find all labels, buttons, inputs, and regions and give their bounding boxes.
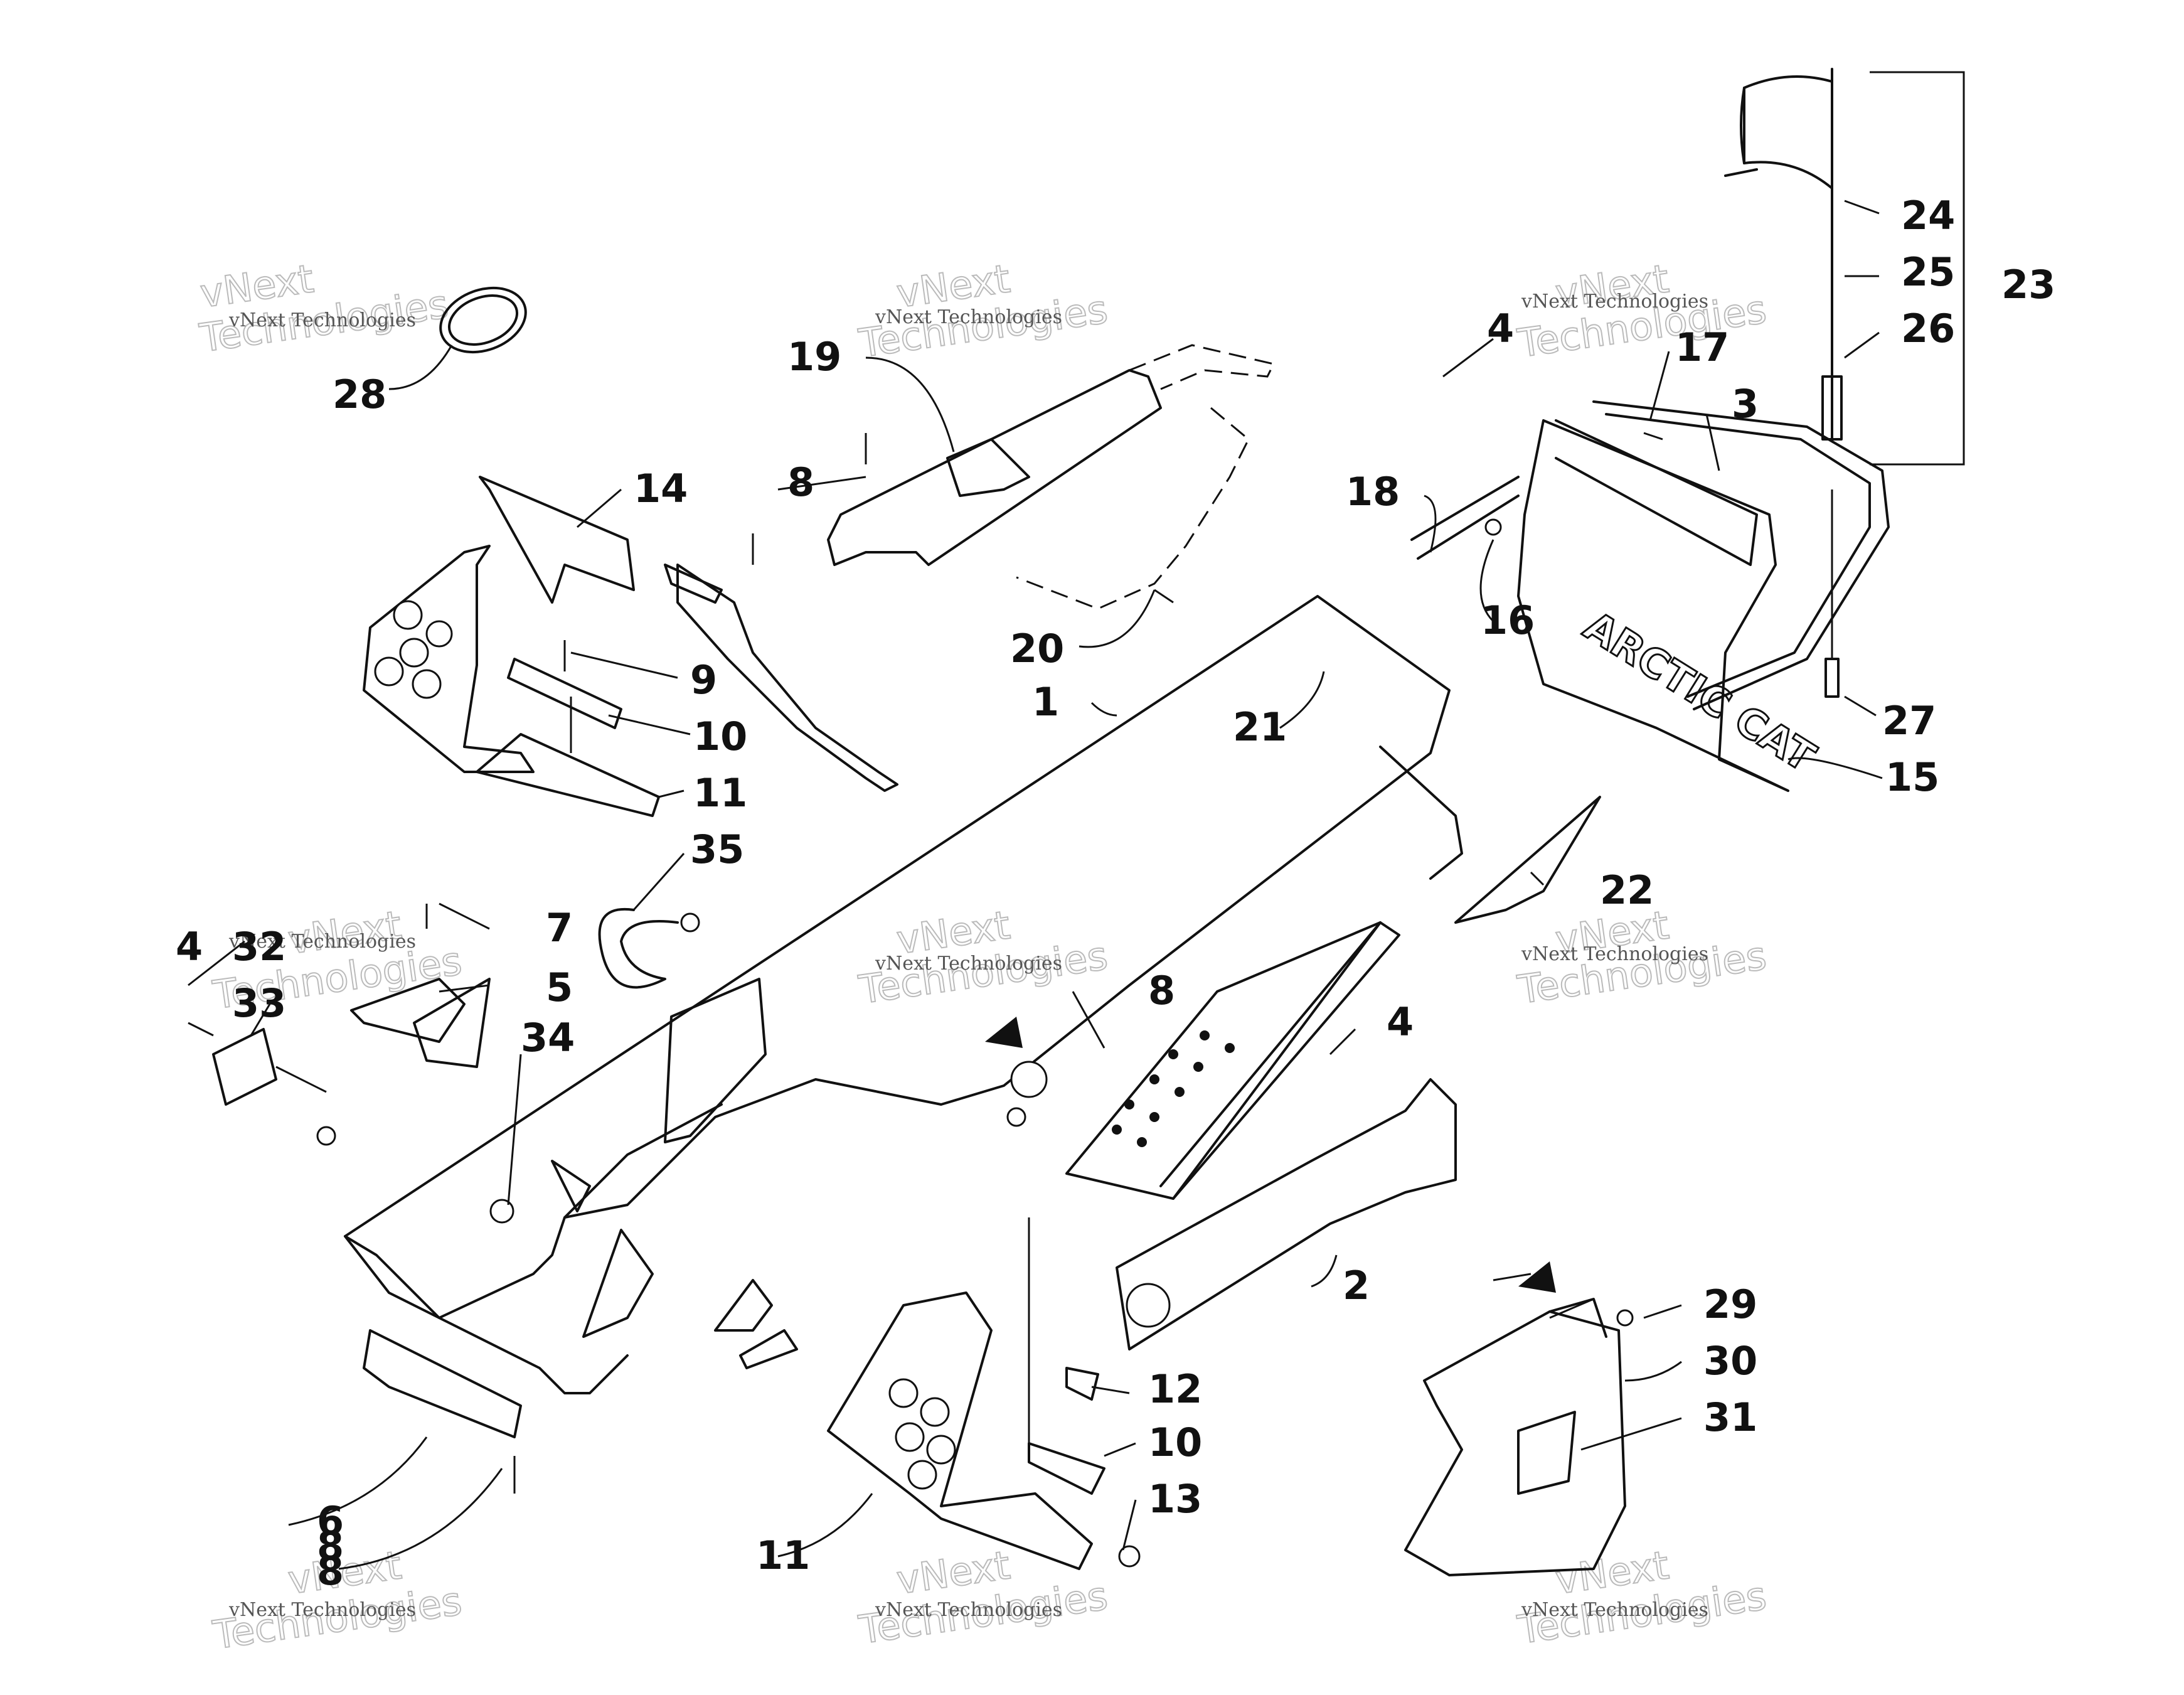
callout-15: 15 <box>1885 754 1939 800</box>
callout-33: 33 <box>232 980 286 1026</box>
hood-decal: ARCTIC CAT <box>1576 603 1823 781</box>
part-side-bracket <box>1116 1078 1457 1350</box>
callout-22: 22 <box>1600 867 1654 913</box>
callout-32: 32 <box>232 924 286 970</box>
watermark-text: vNext Technologies <box>875 1599 1062 1621</box>
callout-21: 21 <box>1233 704 1287 750</box>
callout-27: 27 <box>1882 698 1936 744</box>
part-upper-cover <box>752 344 1276 610</box>
callout-9: 9 <box>690 657 717 703</box>
part-tunnel <box>344 595 1463 1394</box>
callout-17: 17 <box>1675 324 1729 370</box>
watermark-text: vNext Technologies <box>228 931 416 953</box>
callout-18: 18 <box>1346 469 1400 515</box>
callout-20: 20 <box>1010 626 1064 671</box>
callout-10: 10 <box>1148 1420 1202 1465</box>
callout-12: 12 <box>1148 1366 1202 1412</box>
part-flag-assembly <box>1724 68 1965 698</box>
callout-28: 28 <box>333 372 386 417</box>
callout-11: 11 <box>756 1532 810 1578</box>
part-right-footrest <box>1065 921 1400 1200</box>
part-lower-right-bracket <box>827 1217 1141 1570</box>
callout-24: 24 <box>1901 193 1955 238</box>
watermark-text: vNext Technologies <box>228 1599 416 1621</box>
callout-3: 3 <box>1732 381 1759 427</box>
callout-8: 8 <box>1148 968 1175 1013</box>
callout-6: 6 <box>317 1498 344 1544</box>
callout-16: 16 <box>1481 597 1535 643</box>
callout-4: 4 <box>1487 306 1514 351</box>
watermark-text: vNext Technologies <box>875 953 1062 975</box>
callout-4: 4 <box>176 924 203 970</box>
part-lower-left-assembly <box>188 904 700 1494</box>
callout-31: 31 <box>1703 1394 1757 1440</box>
callout-35: 35 <box>690 826 744 872</box>
callout-26: 26 <box>1901 306 1955 351</box>
leader-lines <box>188 200 1883 1570</box>
callout-1: 1 <box>1032 679 1059 725</box>
part-plate <box>1454 796 1601 924</box>
callout-34: 34 <box>521 1015 575 1061</box>
callout-8: 8 <box>787 459 814 505</box>
callout-5: 5 <box>546 965 573 1010</box>
callout-2: 2 <box>1343 1263 1370 1308</box>
callout-23: 23 <box>2001 262 2055 307</box>
callout-19: 19 <box>787 334 841 380</box>
part-left-bracket-assembly <box>363 476 898 817</box>
callout-30: 30 <box>1703 1338 1757 1384</box>
callout-7: 7 <box>546 905 573 951</box>
callout-8: 8 <box>317 1548 344 1594</box>
callout-11: 11 <box>693 770 747 816</box>
part-hose-clamp <box>439 286 527 354</box>
arrow-marker <box>985 1017 1023 1048</box>
watermark-text: vNext Technologies <box>1521 291 1708 313</box>
callout-14: 14 <box>634 466 688 511</box>
arrow-marker <box>1518 1261 1556 1293</box>
watermark-text: vNext Technologies <box>875 306 1062 328</box>
watermarks: vNext Technologies vNext Technologies vN… <box>196 255 1770 1659</box>
callout-labels: 1 2 3 4 4 4 5 6 7 8 8 8 8 9 10 10 11 11 … <box>176 193 2055 1594</box>
callout-10: 10 <box>693 714 747 759</box>
part-rear-bumper: ARCTIC CAT <box>1410 400 1890 792</box>
callout-13: 13 <box>1148 1476 1202 1522</box>
watermark-text: vNext Technologies <box>228 309 416 331</box>
watermark-text: vNext Technologies <box>1521 943 1708 965</box>
callout-25: 25 <box>1901 249 1955 295</box>
callout-4: 4 <box>1387 999 1414 1045</box>
part-side-cover <box>1404 1273 1634 1576</box>
callout-29: 29 <box>1703 1281 1757 1327</box>
watermark-text: vNext Technologies <box>1521 1599 1708 1621</box>
callout-8: 8 <box>317 1523 344 1569</box>
